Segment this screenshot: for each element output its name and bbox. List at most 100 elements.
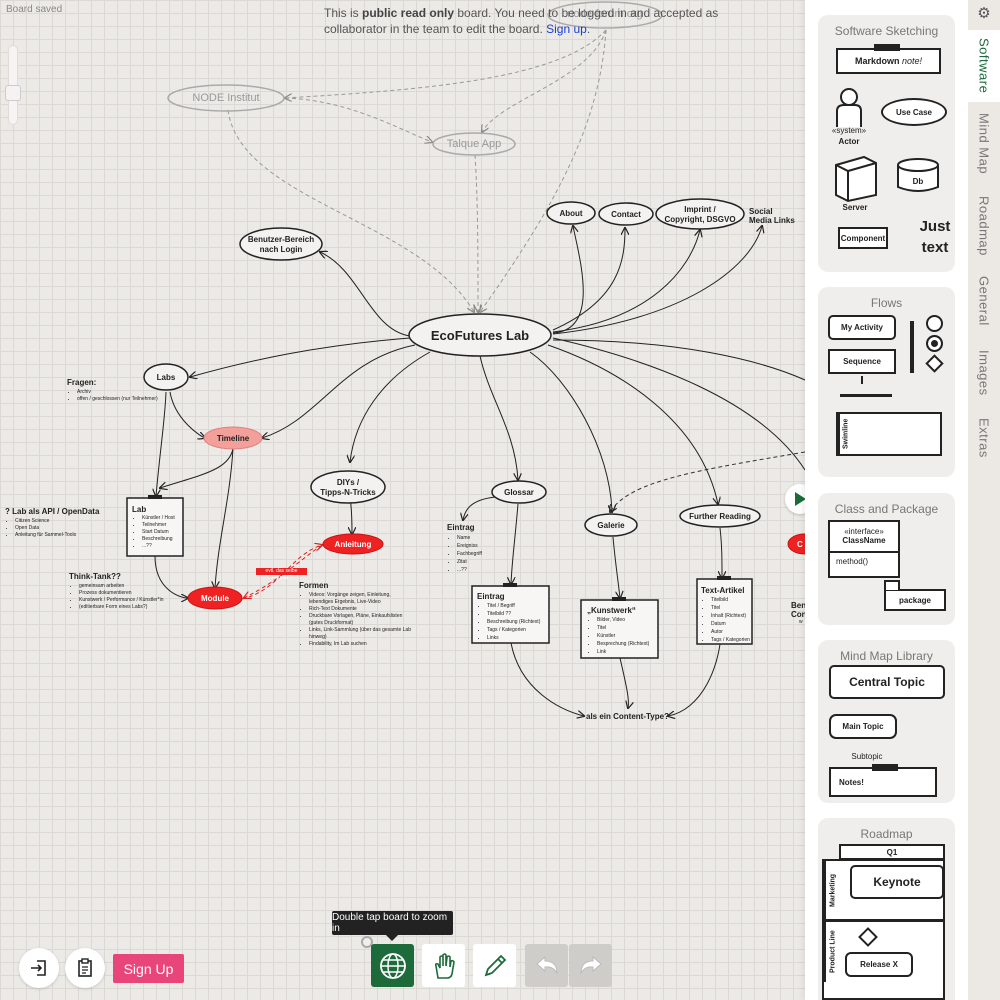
lab-card-rect[interactable] <box>126 497 184 557</box>
signup-link[interactable]: Sign up <box>546 22 587 36</box>
redo-button[interactable] <box>569 944 612 987</box>
kunstwerk-card[interactable]: „Kunstwerk“ Bilder, Video Titel Künstler… <box>587 606 649 656</box>
sequence-shape[interactable]: Sequence <box>828 349 896 374</box>
imprint-label[interactable]: Imprint / Copyright, DSGVO <box>656 205 744 225</box>
decision-icon[interactable] <box>925 354 944 373</box>
tab-images[interactable]: Images <box>976 350 992 396</box>
tab-extras[interactable]: Extras <box>976 418 992 458</box>
contact-label[interactable]: Contact <box>611 210 641 219</box>
cursor-indicator <box>361 936 373 948</box>
diys-ellipse[interactable] <box>310 470 386 504</box>
text-card-rect[interactable] <box>696 578 753 645</box>
package-shape[interactable]: package <box>884 589 946 611</box>
draw-mode-button[interactable] <box>473 944 516 987</box>
release-shape[interactable]: Release X <box>845 952 913 977</box>
imprint-ellipse[interactable] <box>655 198 745 230</box>
glossar-label[interactable]: Glossar <box>504 488 534 497</box>
fork-bar-icon[interactable] <box>910 321 914 373</box>
labs-label[interactable]: Labs <box>156 373 176 382</box>
talque-label[interactable]: Talque App <box>446 138 502 150</box>
component-shape[interactable]: Component <box>838 227 888 249</box>
view-mode-button[interactable] <box>371 944 414 987</box>
notes-shape[interactable]: Notes! <box>829 767 937 797</box>
labs-ellipse[interactable] <box>143 363 189 391</box>
further-label[interactable]: Further Reading <box>689 512 751 521</box>
lab-card[interactable]: Lab Künstler / Host Teilnehmer Start Dat… <box>132 505 175 550</box>
zoom-slider-handle[interactable] <box>5 85 21 101</box>
my-activity-shape[interactable]: My Activity <box>828 315 896 340</box>
about-ellipse[interactable] <box>546 201 596 225</box>
ben-label[interactable]: Ben Con <box>791 601 807 619</box>
anleitung-label[interactable]: Anleitung <box>334 540 372 549</box>
think-tank-note[interactable]: Think-Tank?? gemeinsam arbeiten Prozess … <box>69 572 163 611</box>
start-node-icon[interactable] <box>926 315 943 332</box>
db-icon[interactable] <box>896 157 940 195</box>
galerie-label[interactable]: Galerie <box>597 521 625 530</box>
clipboard-button[interactable] <box>65 948 105 988</box>
node-institut-ellipse[interactable] <box>167 84 285 112</box>
q1-header[interactable]: Q1 <box>839 844 945 860</box>
eintrag-note[interactable]: Eintrag Name Ereigniss Fachbegriff Zitat… <box>447 523 482 574</box>
formen-title: Formen <box>299 581 329 590</box>
eco-label[interactable]: EcoFutures Lab <box>430 328 530 343</box>
kunstwerk-card-rect[interactable] <box>580 599 659 659</box>
benutzer-ellipse[interactable] <box>239 227 323 261</box>
login-button[interactable] <box>19 948 59 988</box>
tab-roadmap[interactable]: Roadmap <box>976 196 992 256</box>
actor-icon[interactable] <box>834 87 866 129</box>
content-type-label[interactable]: als ein Content-Type? <box>586 712 669 721</box>
module-label[interactable]: Module <box>201 594 229 603</box>
about-label[interactable]: About <box>559 209 583 218</box>
server-icon[interactable] <box>834 155 878 203</box>
markdown-note-shape[interactable]: Markdown note! <box>836 48 941 74</box>
contact-ellipse[interactable] <box>598 202 654 226</box>
node-institut-label[interactable]: NODE Institut <box>192 92 260 104</box>
galerie-ellipse[interactable] <box>584 513 638 537</box>
central-topic-shape[interactable]: Central Topic <box>829 665 945 699</box>
use-case-shape[interactable]: Use Case <box>881 98 947 126</box>
tab-mind-map[interactable]: Mind Map <box>976 113 992 175</box>
subtopic-shape[interactable]: Subtopic <box>851 752 883 761</box>
panel-title: Flows <box>870 296 903 310</box>
talque-ellipse[interactable] <box>432 132 516 156</box>
signup-button[interactable]: Sign Up <box>113 954 184 983</box>
separator-icon[interactable] <box>840 394 892 397</box>
anleitung-ellipse[interactable] <box>322 533 384 555</box>
eintrag-card-rect[interactable] <box>471 585 550 644</box>
social-label[interactable]: Social Media Links <box>749 207 809 225</box>
glossar-ellipse[interactable] <box>491 480 547 504</box>
hand-icon <box>434 952 455 979</box>
class-shape[interactable]: «interface» ClassName method() <box>828 520 900 578</box>
tab-general[interactable]: General <box>976 276 992 326</box>
main-topic-shape[interactable]: Main Topic <box>829 714 897 739</box>
just-text-shape[interactable]: Just text <box>910 216 960 258</box>
formen-note[interactable]: Formen Videos: Vorgänge zeigen, Einleitu… <box>299 581 414 648</box>
gear-icon[interactable]: ⚙ <box>977 5 991 22</box>
c-label[interactable]: C <box>797 540 803 549</box>
timeline-label[interactable]: Timeline <box>216 434 250 443</box>
lab-api-note[interactable]: ? Lab als API / OpenData Citizen Science… <box>5 507 99 539</box>
module-ellipse[interactable] <box>187 586 243 610</box>
keynote-shape[interactable]: Keynote <box>850 865 944 899</box>
diys-label[interactable]: DIYs / Tipps-N-Tricks <box>311 478 385 498</box>
eco-ellipse[interactable] <box>408 313 552 357</box>
lab-card-list: Künstler / Host Teilnehmer Start Datum B… <box>132 515 175 550</box>
end-node-icon[interactable] <box>926 335 943 352</box>
text-card[interactable]: Text-Artikel Titelbild Titel Inhalt (Ric… <box>701 586 750 644</box>
fragen-note[interactable]: Fragen: Archiv offen / geschlossen (nur … <box>67 378 158 403</box>
undo-button[interactable] <box>525 944 568 987</box>
node-forum-label[interactable]: node-forum.org <box>567 8 643 20</box>
pan-mode-button[interactable] <box>422 944 465 987</box>
swimline-shape[interactable] <box>836 412 942 456</box>
flows-panel: Flows My Activity Sequence Swimline <box>818 287 955 477</box>
tab-software[interactable]: Software <box>968 30 1000 102</box>
node-forum-ellipse[interactable] <box>547 1 663 29</box>
benutzer-label[interactable]: Benutzer-Bereich nach Login <box>240 235 322 255</box>
list-item: Links, Link-Sammlung (über das gesamte L… <box>309 627 414 641</box>
further-ellipse[interactable] <box>679 504 761 528</box>
eintrag-card[interactable]: Eintrag Titel / Begriff Titelbild ?? Bes… <box>477 592 540 642</box>
swimline-label: Swimline <box>838 414 852 454</box>
timeline-ellipse[interactable] <box>203 426 263 450</box>
tape-icon <box>872 764 898 771</box>
